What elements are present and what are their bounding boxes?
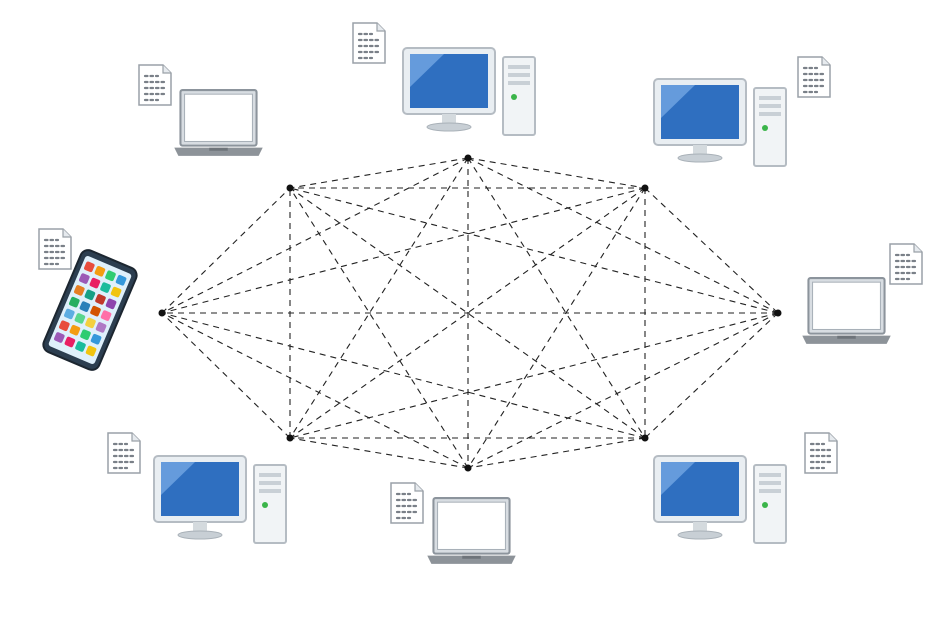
app-tile (85, 345, 97, 357)
mesh-nodes (158, 154, 782, 472)
app-tile (74, 313, 86, 324)
mesh-link (289, 157, 469, 189)
laptop-icon (173, 89, 264, 157)
mesh-link (467, 157, 779, 314)
document-icon (138, 64, 172, 106)
document-icon (390, 482, 424, 524)
mesh-link (644, 187, 779, 314)
mesh-links (161, 157, 779, 469)
app-tile (59, 320, 70, 331)
desktop-computer-icon (653, 455, 787, 544)
mesh-link (467, 437, 646, 469)
document-icon (804, 432, 838, 474)
mesh-link (161, 187, 646, 314)
app-tile (69, 324, 81, 336)
app-tile (80, 329, 91, 340)
desktop-computer-icon (402, 47, 536, 136)
smartphone-icon (42, 249, 138, 371)
mesh-node (464, 154, 472, 162)
app-tile (64, 308, 75, 320)
mesh-link (289, 187, 779, 314)
mesh-link (161, 157, 469, 314)
app-tile (64, 336, 76, 348)
mesh-link (289, 437, 469, 469)
document-icon (38, 228, 72, 270)
mesh-node (464, 464, 472, 472)
mesh-link (161, 312, 646, 439)
mesh-link (467, 312, 779, 469)
app-tile (110, 286, 122, 298)
mesh-link (161, 312, 291, 439)
app-tile (115, 275, 127, 286)
app-tile (90, 305, 101, 317)
document-icon (797, 56, 831, 98)
app-tile (74, 285, 85, 296)
mesh-node (158, 309, 166, 317)
app-tile (69, 296, 80, 308)
mesh-link (289, 312, 779, 439)
app-tile (54, 332, 65, 343)
app-tile (105, 270, 116, 282)
app-tile (90, 333, 102, 345)
app-tile (84, 289, 96, 301)
app-tile (89, 277, 101, 289)
mesh-link (161, 312, 469, 469)
app-tile (79, 273, 90, 284)
app-tile (100, 310, 112, 321)
document-icon (889, 243, 923, 285)
mesh-node (641, 184, 649, 192)
app-tile (95, 322, 107, 333)
document-icon (107, 432, 141, 474)
laptop-icon (801, 277, 892, 345)
mesh-link (161, 187, 291, 314)
mesh-link (467, 187, 646, 469)
app-tile (85, 317, 96, 329)
desktop-computer-icon (153, 455, 287, 544)
app-tile (95, 294, 106, 305)
document-icon (352, 22, 386, 64)
desktop-computer-icon (653, 78, 787, 167)
app-tile (84, 261, 95, 273)
mesh-link (289, 187, 469, 469)
laptop-icon (426, 497, 517, 565)
mesh-node (286, 434, 294, 442)
app-tile (100, 282, 111, 293)
mesh-link (467, 157, 646, 189)
mesh-link (289, 157, 469, 439)
app-tile (75, 341, 86, 352)
app-tile (79, 301, 91, 312)
mesh-link (467, 157, 646, 439)
app-tile (105, 298, 117, 310)
app-tile (94, 266, 106, 277)
mesh-node (286, 184, 294, 192)
mesh-node (774, 309, 782, 317)
mesh-link (644, 312, 779, 439)
mesh-node (641, 434, 649, 442)
